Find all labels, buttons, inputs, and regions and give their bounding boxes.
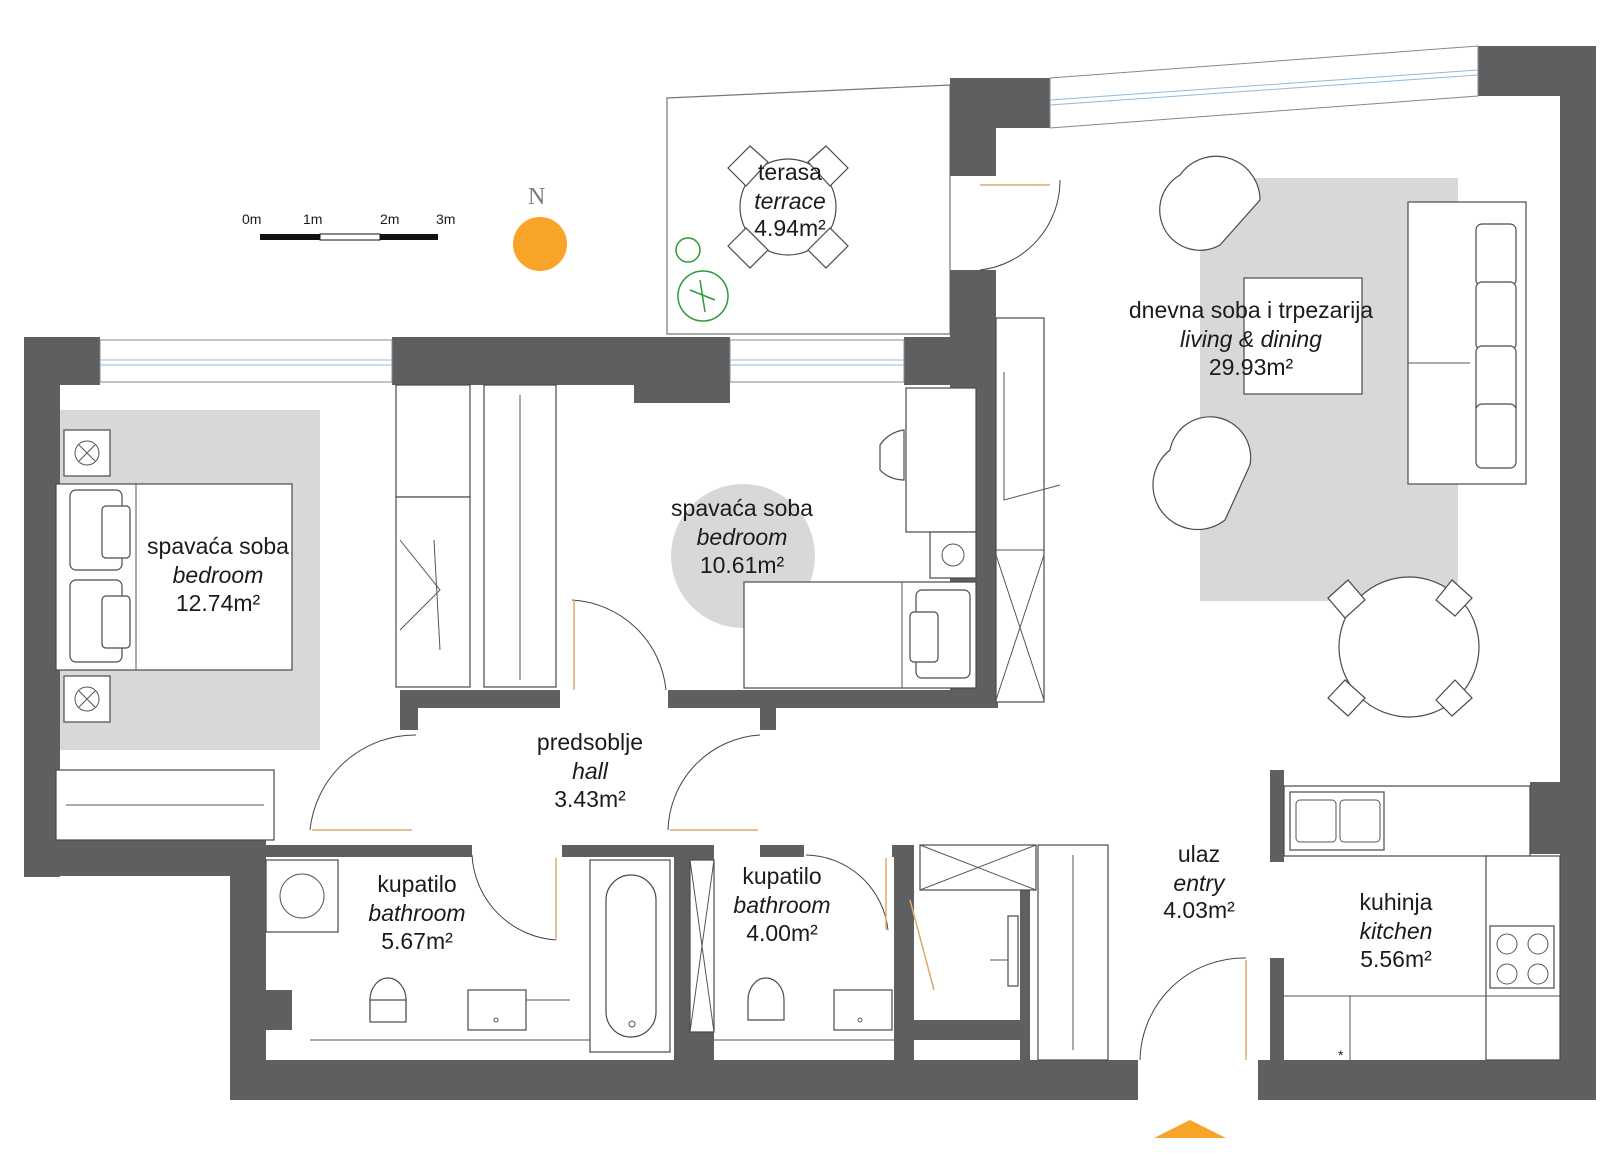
bedroom2-area: 10.61m²	[700, 552, 785, 578]
label-entry: ulaz entry 4.03m²	[1163, 841, 1235, 923]
svg-text:*: *	[1338, 1047, 1344, 1063]
bath1-name: kupatilo	[377, 871, 456, 897]
terrace-name: terasa	[758, 159, 822, 185]
room-labels: terasa terrace 4.94m² dnevna soba i trpe…	[147, 159, 1433, 972]
entry-wardrobe	[1037, 844, 1109, 1061]
bedroom2-name-en: bedroom	[697, 524, 788, 550]
entry-name: ulaz	[1178, 841, 1220, 867]
bedroom1-name: spavaća soba	[147, 533, 289, 559]
windows	[99, 45, 1479, 383]
hall-name: predsoblje	[537, 729, 643, 755]
scale-label-3: 3m	[436, 211, 455, 227]
bedroom2-name: spavaća soba	[671, 495, 813, 521]
compass: N	[513, 184, 567, 271]
label-bedroom2: spavaća soba bedroom 10.61m²	[671, 495, 813, 578]
bath1-furniture	[265, 859, 671, 1053]
entrance-arrow-icon	[1154, 1120, 1226, 1138]
scale-bar: 0m 1m 2m 3m	[242, 211, 455, 241]
scale-label-0: 0m	[242, 211, 261, 227]
sun-icon	[513, 217, 567, 271]
label-kitchen: kuhinja kitchen 5.56m²	[1360, 889, 1433, 972]
label-bath1: kupatilo bathroom 5.67m²	[368, 871, 465, 954]
plant-icon	[675, 237, 729, 322]
kitchen-name-en: kitchen	[1360, 918, 1433, 944]
bedroom2-furniture	[743, 317, 1061, 703]
bath1-name-en: bathroom	[368, 900, 465, 926]
kitchen-name: kuhinja	[1360, 889, 1433, 915]
north-label: N	[528, 184, 545, 210]
terrace-name-en: terrace	[754, 188, 826, 214]
scale-label-1: 1m	[303, 211, 322, 227]
entry-area: 4.03m²	[1163, 897, 1235, 923]
bedroom1-area: 12.74m²	[176, 590, 261, 616]
terrace-furniture	[727, 145, 849, 269]
bath1-area: 5.67m²	[381, 928, 453, 954]
label-hall: predsoblje hall 3.43m²	[537, 729, 643, 812]
living-name: dnevna soba i trpezarija	[1129, 297, 1373, 323]
label-bedroom1: spavaća soba bedroom 12.74m²	[147, 533, 289, 616]
doors	[309, 179, 1247, 1061]
entry-name-en: entry	[1173, 870, 1226, 896]
bath2-furniture	[689, 844, 1037, 1041]
bath2-area: 4.00m²	[746, 920, 818, 946]
kitchen-furniture: *	[1283, 785, 1561, 1063]
bath2-name: kupatilo	[742, 863, 821, 889]
bath2-name-en: bathroom	[733, 892, 830, 918]
wardrobes	[395, 384, 557, 688]
terrace-area: 4.94m²	[754, 215, 826, 241]
hall-name-en: hall	[572, 758, 609, 784]
label-terrace: terasa terrace 4.94m²	[754, 159, 826, 241]
bedroom1-furniture	[55, 429, 293, 841]
kitchen-area: 5.56m²	[1360, 946, 1432, 972]
bedroom1-name-en: bedroom	[173, 562, 264, 588]
scale-label-2: 2m	[380, 211, 399, 227]
label-bath2: kupatilo bathroom 4.00m²	[733, 863, 830, 946]
hall-area: 3.43m²	[554, 786, 626, 812]
living-furniture	[1152, 155, 1527, 718]
label-living: dnevna soba i trpezarija living & dining…	[1129, 297, 1373, 380]
living-area: 29.93m²	[1209, 354, 1294, 380]
living-name-en: living & dining	[1180, 326, 1322, 352]
